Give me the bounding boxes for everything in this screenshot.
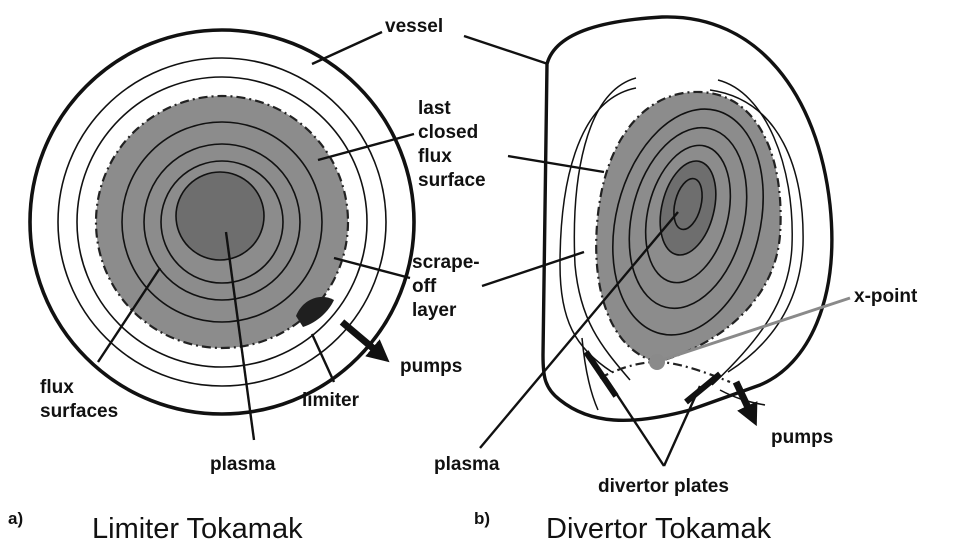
- x-point-marker: [649, 354, 665, 370]
- vessel-pointer-left: [311, 30, 383, 66]
- divertor-plates-pointer-right: [662, 385, 702, 467]
- labels: vessel last closed flux surface scrape- …: [8, 16, 918, 545]
- panel-a-tag: a): [8, 509, 23, 528]
- pump-arrow-right: [732, 380, 758, 427]
- label-plasma-left: plasma: [210, 454, 276, 475]
- limiter-pointer: [310, 333, 336, 383]
- panel-a-title: Limiter Tokamak: [92, 513, 303, 545]
- panel-b-title: Divertor Tokamak: [546, 513, 772, 545]
- divertor-tokamak: [541, 15, 834, 423]
- divertor-leg-line: [581, 337, 599, 411]
- limiter-tokamak: [28, 28, 416, 416]
- scrape-off-flux-line-inner: [711, 79, 793, 386]
- plasma-core-left: [175, 171, 265, 261]
- flux-surface-ring: [612, 108, 764, 336]
- lcfs-pointer-left: [317, 132, 415, 162]
- label-pumps-left: pumps: [400, 356, 462, 377]
- label-x-point: x-point: [854, 286, 918, 307]
- label-pumps-right: pumps: [771, 427, 833, 448]
- flux-surface-ring: [143, 143, 301, 301]
- label-last-closed-flux-surface: last closed flux surface: [418, 98, 486, 191]
- label-flux-surfaces: flux surfaces: [40, 377, 118, 422]
- pointer-lines: [96, 30, 851, 467]
- flux-surface-ring: [628, 126, 748, 310]
- flux-surface-ring: [673, 177, 703, 231]
- label-divertor-plates: divertor plates: [598, 476, 729, 497]
- divertor-plate-left: [583, 350, 619, 398]
- sol-pointer-right: [481, 250, 585, 288]
- x-point-pointer: [661, 296, 851, 362]
- sol-pointer-left: [333, 256, 411, 280]
- pump-arrows: [339, 319, 758, 427]
- plasma-core-right: [659, 160, 717, 256]
- flux-surface-ring: [644, 144, 732, 284]
- scrape-off-flux-line-outer: [57, 57, 387, 387]
- flux-surface-ring: [121, 121, 323, 323]
- scrape-off-flux-line-inner: [573, 77, 637, 381]
- pump-arrow-left: [339, 319, 390, 363]
- divertor-plates-pointer-left: [604, 377, 666, 467]
- vessel-pointer-right: [463, 34, 549, 66]
- divertor-plate-right: [684, 371, 722, 405]
- limiter-shape: [296, 296, 334, 327]
- plasma-pointer-left: [224, 231, 256, 441]
- label-vessel: vessel: [385, 16, 443, 37]
- plasma-pointer-right: [479, 211, 679, 449]
- lcfs-pointer-right: [507, 154, 605, 174]
- vessel-wall-left: [28, 28, 416, 416]
- label-scrape-off-layer: scrape- off layer: [412, 252, 485, 321]
- scrape-off-flux-line-inner: [76, 76, 368, 368]
- vessel-wall-right: [541, 15, 834, 423]
- flux-surfaces-pointer: [96, 267, 162, 363]
- label-plasma-right: plasma: [434, 454, 500, 475]
- flux-surface-ring: [160, 160, 284, 284]
- panel-b-tag: b): [474, 509, 490, 528]
- label-limiter: limiter: [302, 390, 360, 411]
